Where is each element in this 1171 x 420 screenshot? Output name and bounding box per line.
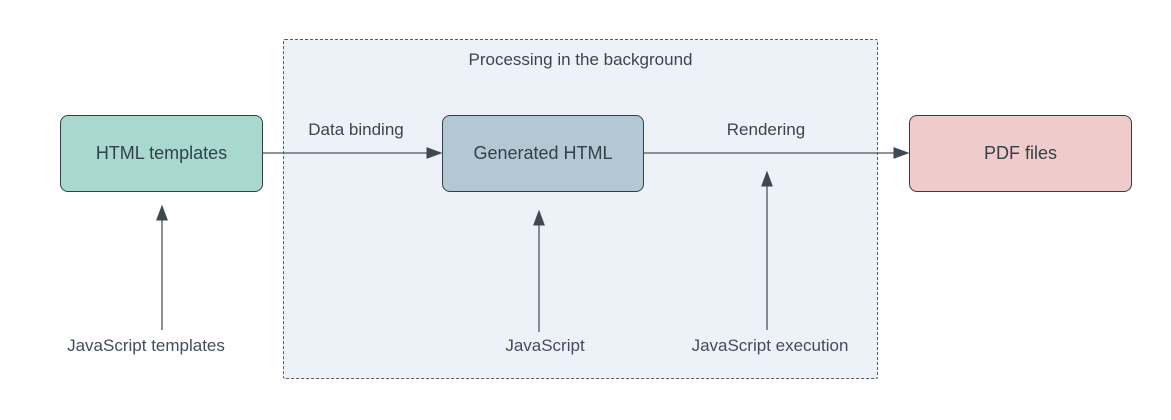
node-pdf-files: PDF files	[909, 115, 1132, 192]
node-pdf-files-label: PDF files	[983, 143, 1057, 163]
annotation-javascript: JavaScript	[505, 336, 585, 355]
node-generated-html: Generated HTML	[442, 115, 644, 192]
node-html-templates: HTML templates	[60, 115, 263, 192]
annotation-javascript-execution: JavaScript execution	[691, 336, 849, 355]
processing-group-title: Processing in the background	[468, 50, 693, 69]
node-generated-html-label: Generated HTML	[473, 143, 613, 163]
edge-label-data-binding: Data binding	[308, 120, 404, 139]
processing-group-container	[283, 39, 878, 379]
javascript-templates-arrow	[156, 204, 168, 330]
annotation-javascript-templates: JavaScript templates	[67, 336, 225, 355]
node-html-templates-label: HTML templates	[95, 143, 228, 163]
edge-label-rendering: Rendering	[726, 120, 806, 139]
